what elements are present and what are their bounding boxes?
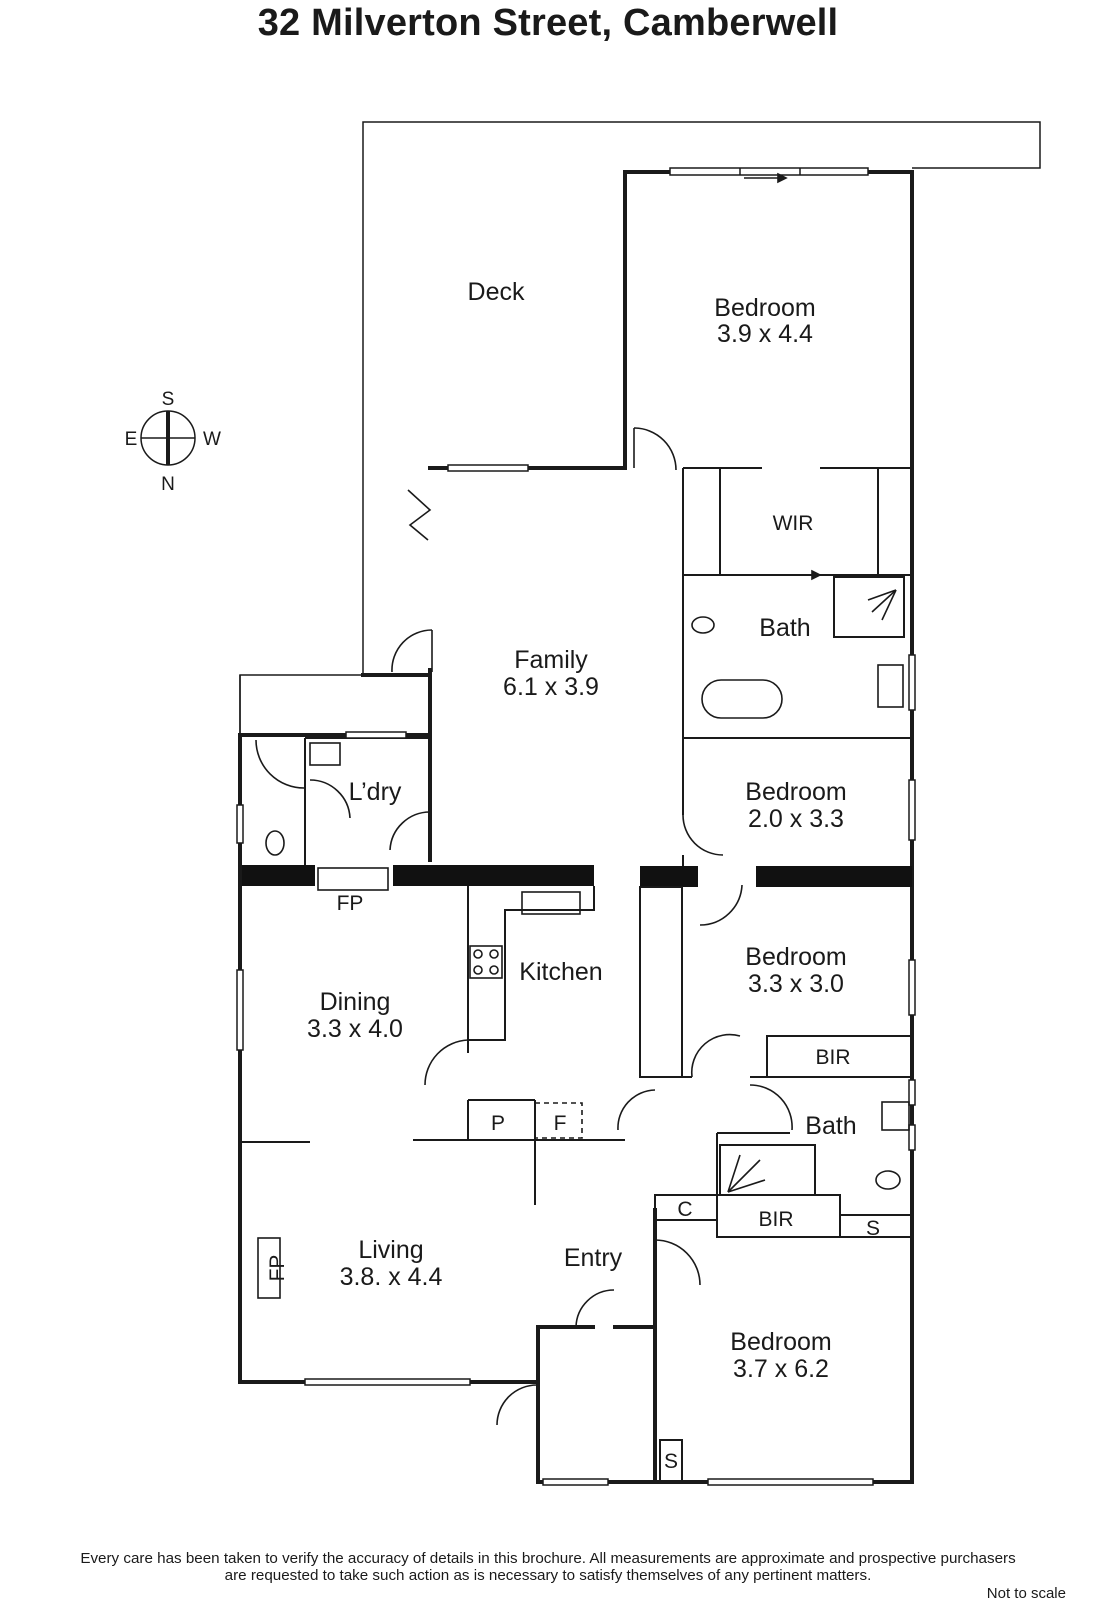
doors: [255, 172, 822, 1426]
label-s1: S: [866, 1217, 880, 1240]
label-bedroom2-name: Bedroom: [745, 778, 846, 806]
label-bedroom3-name: Bedroom: [745, 943, 846, 971]
label-family-name: Family: [514, 646, 588, 674]
compass-label-left: E: [125, 429, 138, 450]
label-family-size: 6.1 x 3.9: [503, 673, 599, 701]
not-to-scale-note: Not to scale: [986, 1585, 1066, 1602]
toilet-icon: [265, 830, 285, 856]
room-labels: Deck Bedroom 3.9 x 4.4 WIR Bath Family 6…: [266, 278, 880, 1473]
compass-label-right: W: [203, 429, 221, 450]
label-fp2: FP: [266, 1255, 289, 1282]
bathtub-icon: [701, 679, 783, 719]
vanity-icon: [877, 664, 904, 708]
shower-icon: [727, 1154, 766, 1193]
deck-outline: [239, 121, 1041, 735]
label-s2: S: [664, 1450, 678, 1473]
disclaimer-line-1: Every care has been taken to verify the …: [80, 1550, 1016, 1567]
label-bedroom3-size: 3.3 x 3.0: [748, 970, 844, 998]
label-laundry: L’dry: [349, 778, 402, 806]
label-entry: Entry: [564, 1244, 623, 1272]
label-bath1: Bath: [759, 614, 810, 642]
label-bedroom1-size: 3.9 x 4.4: [717, 320, 813, 348]
label-bir2: BIR: [758, 1208, 793, 1231]
label-pantry: P: [491, 1112, 505, 1135]
label-fridge: F: [554, 1112, 567, 1135]
vanity-icon: [881, 1101, 910, 1131]
label-bedroom2-size: 2.0 x 3.3: [748, 805, 844, 833]
page-title: 32 Milverton Street, Camberwell: [257, 2, 839, 44]
label-kitchen: Kitchen: [519, 958, 602, 986]
interior-walls: [240, 467, 913, 1483]
fixtures: [257, 589, 910, 1299]
windows: [236, 167, 916, 1486]
label-wir: WIR: [773, 512, 814, 535]
trough-icon: [309, 742, 341, 766]
disclaimer: Every care has been taken to verify the …: [0, 1550, 1096, 1584]
compass-label-bottom: N: [161, 474, 175, 495]
label-bedroom1-name: Bedroom: [714, 294, 815, 322]
label-living-size: 3.8. x 4.4: [340, 1263, 443, 1291]
label-c: C: [677, 1198, 692, 1221]
label-deck: Deck: [468, 278, 525, 306]
toilet-icon: [691, 616, 715, 634]
label-bedroom4-name: Bedroom: [730, 1328, 831, 1356]
label-dining-size: 3.3 x 4.0: [307, 1015, 403, 1043]
shower-icon: [867, 589, 897, 621]
label-bedroom4-size: 3.7 x 6.2: [733, 1355, 829, 1383]
label-bath2: Bath: [805, 1112, 856, 1140]
label-dining-name: Dining: [320, 988, 391, 1016]
sink-icon: [521, 891, 581, 915]
cooktop-icon: [469, 945, 503, 979]
fireplace-icon: [257, 1237, 281, 1299]
toilet-icon: [875, 1170, 901, 1190]
disclaimer-line-2: are requested to take such action as is …: [224, 1567, 872, 1584]
label-living-name: Living: [358, 1236, 423, 1264]
label-bir1: BIR: [815, 1046, 850, 1069]
fireplace-icon: [317, 867, 389, 891]
compass-rose: S E W N: [125, 389, 221, 495]
compass-label-top: S: [162, 389, 175, 410]
wall-bands: [242, 865, 912, 887]
label-fp1: FP: [337, 892, 364, 915]
